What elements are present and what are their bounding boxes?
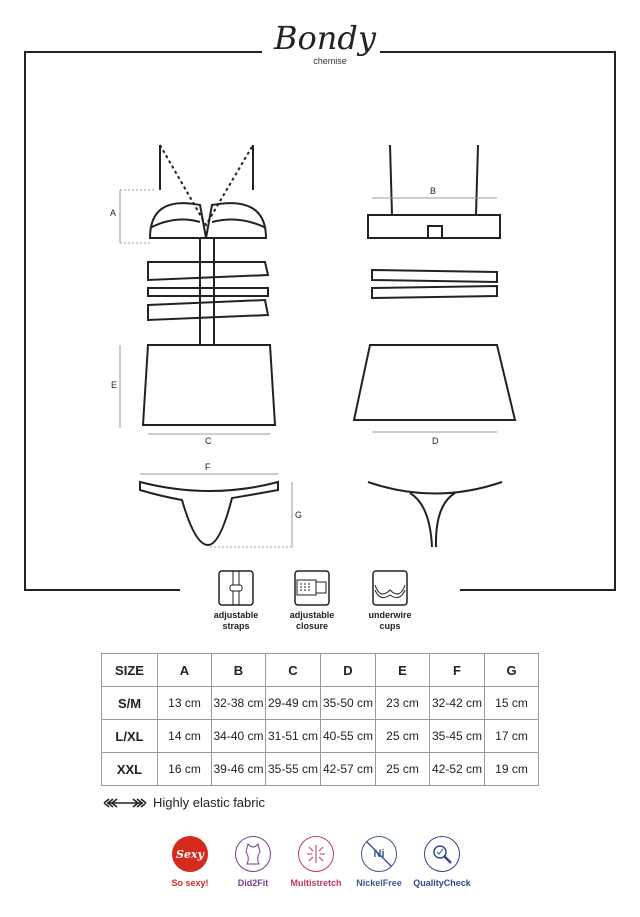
header-d: D [320, 653, 376, 687]
dim-label-a: A [110, 208, 117, 218]
badge-label: Multistretch [290, 878, 342, 888]
header-b: B [211, 653, 266, 687]
quality-check-icon [424, 836, 460, 872]
cell: 35-45 cm [429, 719, 485, 753]
feature-label: closure [295, 621, 328, 631]
feature-label: adjustable [213, 610, 259, 620]
dim-label-c: C [205, 436, 212, 446]
cell: S/M [101, 686, 158, 720]
feature-underwire-cups: underwire cups [355, 570, 425, 632]
feature-label: straps [222, 621, 250, 631]
dim-label-d: D [432, 436, 439, 446]
frame [24, 51, 616, 591]
elastic-label: Highly elastic fabric [153, 795, 265, 810]
badge-so-sexy: Sexy So sexy! [159, 836, 221, 889]
cell: 14 cm [157, 719, 212, 753]
header-f: F [429, 653, 485, 687]
cell: 35-55 cm [265, 752, 321, 786]
header-e: E [375, 653, 430, 687]
cell: 16 cm [157, 752, 212, 786]
cell: 35-50 cm [320, 686, 376, 720]
cell: 25 cm [375, 752, 430, 786]
sexy-icon: Sexy [172, 836, 208, 872]
feature-adjustable-closure: adjustable closure [277, 570, 347, 632]
stretch-arrows-icon [103, 797, 147, 808]
cell: 13 cm [157, 686, 212, 720]
cell: 15 cm [484, 686, 539, 720]
cell: 25 cm [375, 719, 430, 753]
elastic-fabric-note: Highly elastic fabric [103, 795, 265, 810]
cell: L/XL [101, 719, 158, 753]
cell: 32-38 cm [211, 686, 266, 720]
feature-label: cups [379, 621, 401, 631]
feature-label: adjustable [289, 610, 335, 620]
badge-label: QualityCheck [413, 878, 471, 888]
underwire-cups-icon [372, 570, 408, 606]
cell: 31-51 cm [265, 719, 321, 753]
cell: 42-52 cm [429, 752, 485, 786]
feature-label: underwire [368, 610, 412, 620]
cell: 17 cm [484, 719, 539, 753]
cell: XXL [101, 752, 158, 786]
badge-multistretch: Multistretch [285, 836, 347, 889]
multistretch-icon [298, 836, 334, 872]
feature-adjustable-straps: adjustable straps [201, 570, 271, 632]
cell: 42-57 cm [320, 752, 376, 786]
cell: 34-40 cm [211, 719, 266, 753]
table-header-row: SIZE A B C D E F G [101, 653, 539, 687]
nickel-free-icon: Ni [361, 836, 397, 872]
back-view-drawing [352, 144, 517, 421]
measurement-lines [119, 189, 497, 548]
cell: 32-42 cm [429, 686, 485, 720]
badge-nickelfree: Ni NickelFree [348, 836, 410, 889]
header-a: A [157, 653, 212, 687]
cell: 19 cm [484, 752, 539, 786]
header-size: SIZE [101, 653, 158, 687]
badge-qualitycheck: QualityCheck [411, 836, 473, 889]
dim-label-e: E [111, 380, 118, 390]
badge-label: NickelFree [356, 878, 402, 888]
badge-label: So sexy! [171, 878, 209, 888]
product-type: chemise [313, 56, 347, 66]
front-view-drawing [141, 144, 277, 426]
thong-drawings [139, 480, 503, 548]
adjustable-straps-icon [218, 570, 254, 606]
adjustable-closure-icon [294, 570, 330, 606]
badge-label: Did2Fit [237, 878, 269, 888]
header-c: C [265, 653, 321, 687]
dim-label-f: F [205, 462, 211, 472]
header-g: G [484, 653, 539, 687]
cell: 23 cm [375, 686, 430, 720]
dim-label-g: G [295, 510, 303, 520]
brand-name: Bondy [274, 19, 376, 57]
brand-logo: Bondy chemise [265, 20, 385, 67]
cell: 29-49 cm [265, 686, 321, 720]
cell: 39-46 cm [211, 752, 266, 786]
did2fit-icon [235, 836, 271, 872]
dim-label-b: B [430, 186, 437, 196]
badge-did2fit: Did2Fit [222, 836, 284, 889]
cell: 40-55 cm [320, 719, 376, 753]
